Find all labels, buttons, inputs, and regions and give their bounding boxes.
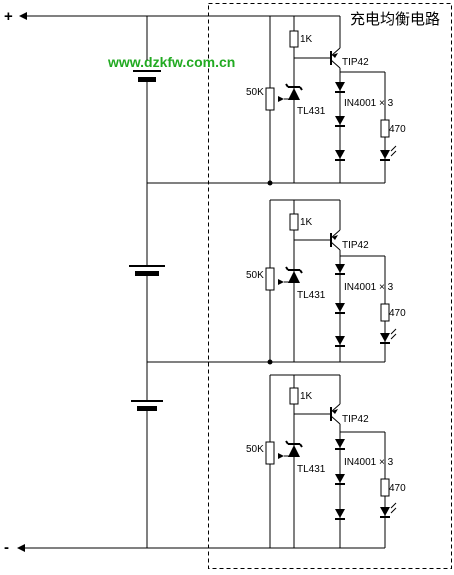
board-outline <box>208 3 452 569</box>
resistor-1k-label: 1K <box>300 391 313 402</box>
resistor-470 <box>380 303 390 322</box>
diodes-label: IN4001 × 3 <box>344 98 394 109</box>
resistor-470-label: 470 <box>389 483 406 494</box>
transistor-label: TIP42 <box>342 414 369 425</box>
tl431-regulator <box>285 83 303 100</box>
transistor-label: TIP42 <box>342 240 369 251</box>
regulator-label: TL431 <box>297 290 326 301</box>
balancing-stage-1: 50K 1K TL431 TIP42 <box>246 16 406 183</box>
resistor-470 <box>380 478 390 497</box>
pot-label: 50K <box>246 87 264 98</box>
diode-chain <box>335 264 345 347</box>
positive-terminal-label: + <box>4 8 13 25</box>
negative-terminal-label: - <box>4 539 9 556</box>
resistor-1k-label: 1K <box>300 34 313 45</box>
diode-chain <box>335 439 345 520</box>
indicator-led <box>380 328 397 344</box>
transistor-label: TIP42 <box>342 57 369 68</box>
potentiometer-50k <box>265 441 275 465</box>
potentiometer-50k <box>265 267 275 291</box>
resistor-1k <box>289 387 299 405</box>
resistor-1k <box>289 30 299 48</box>
pot-label: 50K <box>246 270 264 281</box>
resistor-470-label: 470 <box>389 308 406 319</box>
battery-stack <box>129 16 165 548</box>
tl431-regulator <box>285 266 303 283</box>
potentiometer-50k <box>265 87 275 111</box>
tl431-regulator <box>285 440 303 457</box>
resistor-1k <box>289 213 299 231</box>
indicator-led <box>380 502 397 518</box>
resistor-470-label: 470 <box>389 124 406 135</box>
balancing-stage-3: 50K 1K TL431 TIP42 <box>147 359 406 548</box>
resistor-470 <box>380 119 390 138</box>
indicator-led <box>380 145 397 161</box>
pot-label: 50K <box>246 444 264 455</box>
diodes-label: IN4001 × 3 <box>344 282 394 293</box>
regulator-label: TL431 <box>297 464 326 475</box>
watermark-text: www.dzkfw.com.cn <box>107 54 235 70</box>
balancing-stage-2: 50K 1K TL431 TIP42 <box>147 180 406 362</box>
resistor-1k-label: 1K <box>300 217 313 228</box>
battery-cell-3 <box>131 400 163 411</box>
circuit-title: 充电均衡电路 <box>350 11 440 28</box>
diodes-label: IN4001 × 3 <box>344 457 394 468</box>
diode-chain <box>335 82 345 161</box>
regulator-label: TL431 <box>297 106 326 117</box>
battery-cell-2 <box>129 265 165 276</box>
battery-cell-1 <box>133 70 161 82</box>
